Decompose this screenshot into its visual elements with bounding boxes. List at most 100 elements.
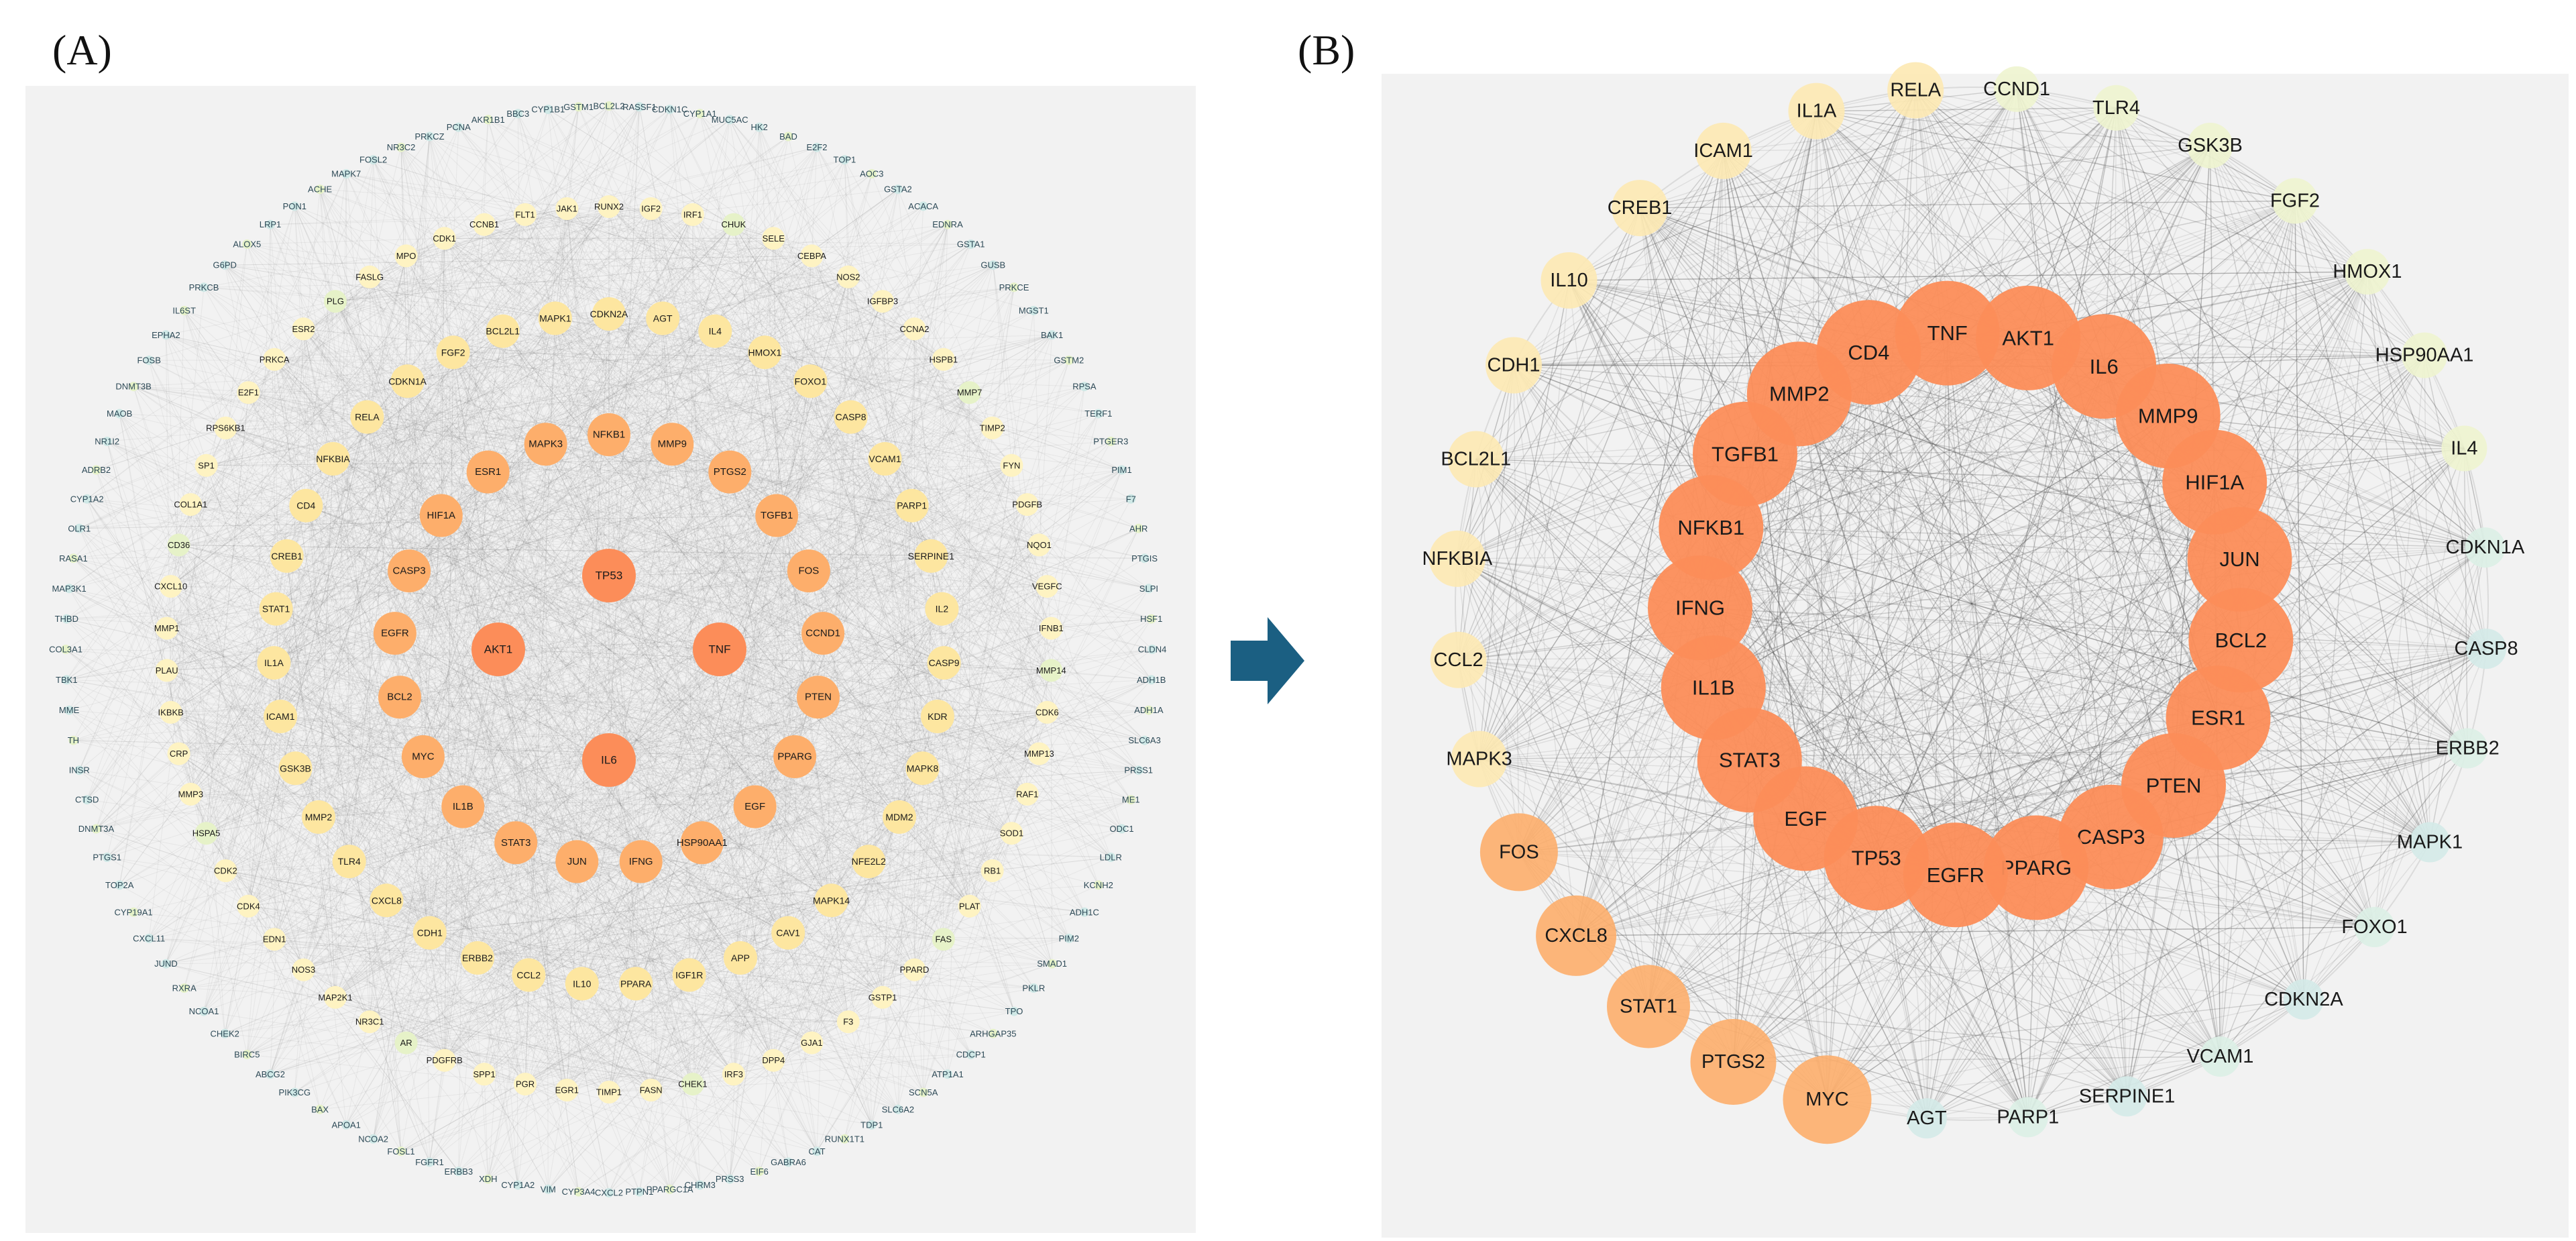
node-b-label: PTEN <box>2146 774 2202 798</box>
node-a-label: PRSS3 <box>716 1174 744 1184</box>
node-a-chrm3: CHRM3 <box>685 1180 716 1190</box>
node-a-label: ERBB2 <box>462 953 493 963</box>
node-a-crp: CRP <box>167 742 190 765</box>
node-a-birc5: BIRC5 <box>234 1050 260 1060</box>
node-a-mmp2: MMP2 <box>302 800 335 834</box>
node-a-label: CDK1 <box>433 233 456 244</box>
node-a-mmp3: MMP3 <box>178 782 203 806</box>
node-a-label: CHEK1 <box>678 1079 707 1089</box>
node-a-epha2: EPHA2 <box>152 330 180 340</box>
node-a-label: AHR <box>1129 523 1147 533</box>
node-b-label: IL1A <box>1797 101 1837 122</box>
node-a-label: MYC <box>412 751 435 763</box>
node-a-hsf1: HSF1 <box>1140 614 1162 624</box>
node-a-label: FGF2 <box>441 347 465 358</box>
node-a-col3a1: COL3A1 <box>49 645 82 655</box>
arrow-right-icon <box>1231 617 1304 704</box>
node-a-gabra6: GABRA6 <box>771 1157 806 1167</box>
node-a-esr1: ESR1 <box>466 450 510 494</box>
node-a-cd36: CD36 <box>167 533 190 557</box>
node-a-scn5a: SCN5A <box>909 1087 938 1097</box>
node-a-rasa1: RASA1 <box>59 553 88 563</box>
node-a-label: PPARG <box>777 751 811 763</box>
node-a-flt1: FLT1 <box>514 203 537 226</box>
node-a-nos3: NOS3 <box>292 958 315 981</box>
node-a-top2a: TOP2A <box>105 880 134 890</box>
node-b-casp8: CASP8 <box>2455 629 2518 669</box>
node-a-label: NQO1 <box>1027 540 1052 550</box>
node-a-label: PRSS1 <box>1124 765 1153 775</box>
node-a-cebpa: CEBPA <box>797 244 826 268</box>
node-a-label: NFKB1 <box>593 429 625 441</box>
node-a-ptger3: PTGER3 <box>1093 437 1128 447</box>
node-a-label: CCNB1 <box>469 219 499 229</box>
node-a-label: ESR1 <box>475 466 501 478</box>
node-a-ifnb1: IFNB1 <box>1039 616 1064 640</box>
node-a-nos2: NOS2 <box>836 265 860 288</box>
node-a-bcl2: BCL2 <box>378 676 421 719</box>
node-a-label: VCAM1 <box>869 453 901 464</box>
node-a-label: ATP1A1 <box>932 1069 963 1079</box>
node-a-label: EGR1 <box>555 1085 579 1095</box>
node-a-tp53: TP53 <box>582 549 636 602</box>
node-a-f7: F7 <box>1126 494 1136 504</box>
node-a-label: CXCL10 <box>154 582 187 592</box>
node-a-label: NOS3 <box>292 965 315 975</box>
node-a-fasn: FASN <box>639 1079 663 1101</box>
node-a-nfe2l2: NFE2L2 <box>852 845 886 879</box>
node-a-label: TNF <box>708 643 730 656</box>
node-b-cdh1: CDH1 <box>1486 337 1542 394</box>
node-a-label: CCNA2 <box>899 324 929 334</box>
node-a-top1: TOP1 <box>834 155 856 165</box>
node-a-bcl2l2: BCL2L2 <box>594 101 625 111</box>
node-a-ptgis: PTGIS <box>1131 553 1158 563</box>
node-a-ptgs1: PTGS1 <box>93 853 121 863</box>
node-a-casp8: CASP8 <box>834 400 868 434</box>
node-a-pcna: PCNA <box>447 122 471 132</box>
node-a-label: MAPK14 <box>813 895 850 906</box>
node-a-jak1: JAK1 <box>555 197 579 220</box>
node-b-label: TLR4 <box>2092 97 2140 119</box>
node-a-label: IGF2 <box>641 204 661 214</box>
node-a-label: GSTA2 <box>884 184 912 195</box>
node-a-ppara: PPARA <box>619 967 653 1001</box>
node-a-label: E2F1 <box>238 388 259 398</box>
node-a-label: RAF1 <box>1016 789 1038 799</box>
node-a-arhgap35: ARHGAP35 <box>970 1028 1016 1038</box>
node-b-label: EGFR <box>1927 863 1984 887</box>
node-b-icam1: ICAM1 <box>1693 122 1753 179</box>
node-a-egr1: EGR1 <box>555 1079 579 1101</box>
node-a-tpo: TPO <box>1005 1006 1023 1016</box>
node-a-label: PTPN1 <box>625 1187 653 1197</box>
node-a-label: EDN1 <box>263 934 286 945</box>
node-a-label: PTGS1 <box>93 853 121 863</box>
node-a-label: VIM <box>541 1184 556 1194</box>
node-a-mpo: MPO <box>394 244 418 268</box>
node-a-igf1r: IGF1R <box>672 958 706 992</box>
node-b-cdkn2a: CDKN2A <box>2264 979 2343 1020</box>
node-a-bcl2l1: BCL2L1 <box>486 314 520 348</box>
node-a-label: ABCG2 <box>256 1069 285 1079</box>
node-a-cdkn1c: CDKN1C <box>652 105 687 115</box>
node-a-label: XDH <box>479 1174 497 1184</box>
node-a-label: TOP2A <box>105 880 134 890</box>
node-a-label: FYN <box>1003 460 1020 470</box>
node-a-maob: MAOB <box>107 409 132 419</box>
node-a-il1b: IL1B <box>441 785 485 828</box>
node-a-prkcz: PRKCZ <box>414 131 444 142</box>
node-a-ahr: AHR <box>1129 523 1147 533</box>
node-a-gstm1: GSTM1 <box>563 102 594 112</box>
node-a-label: NCOA2 <box>358 1134 388 1144</box>
panel-b-label: (B) <box>1298 26 1355 74</box>
node-a-label: CYP19A1 <box>115 907 153 917</box>
node-a-label: JAK1 <box>557 204 577 214</box>
node-a-mapk3: MAPK3 <box>524 423 567 466</box>
node-a-cyp1b1: CYP1B1 <box>531 105 565 115</box>
node-a-mmp1: MMP1 <box>154 616 179 640</box>
node-a-ctsd: CTSD <box>75 795 99 805</box>
node-a-egfr: EGFR <box>373 612 416 655</box>
node-a-gsta1: GSTA1 <box>957 239 985 250</box>
node-a-label: SERPINE1 <box>908 551 954 561</box>
node-a-dnmt3b: DNMT3B <box>115 382 151 392</box>
node-a-plat: PLAT <box>958 894 981 918</box>
